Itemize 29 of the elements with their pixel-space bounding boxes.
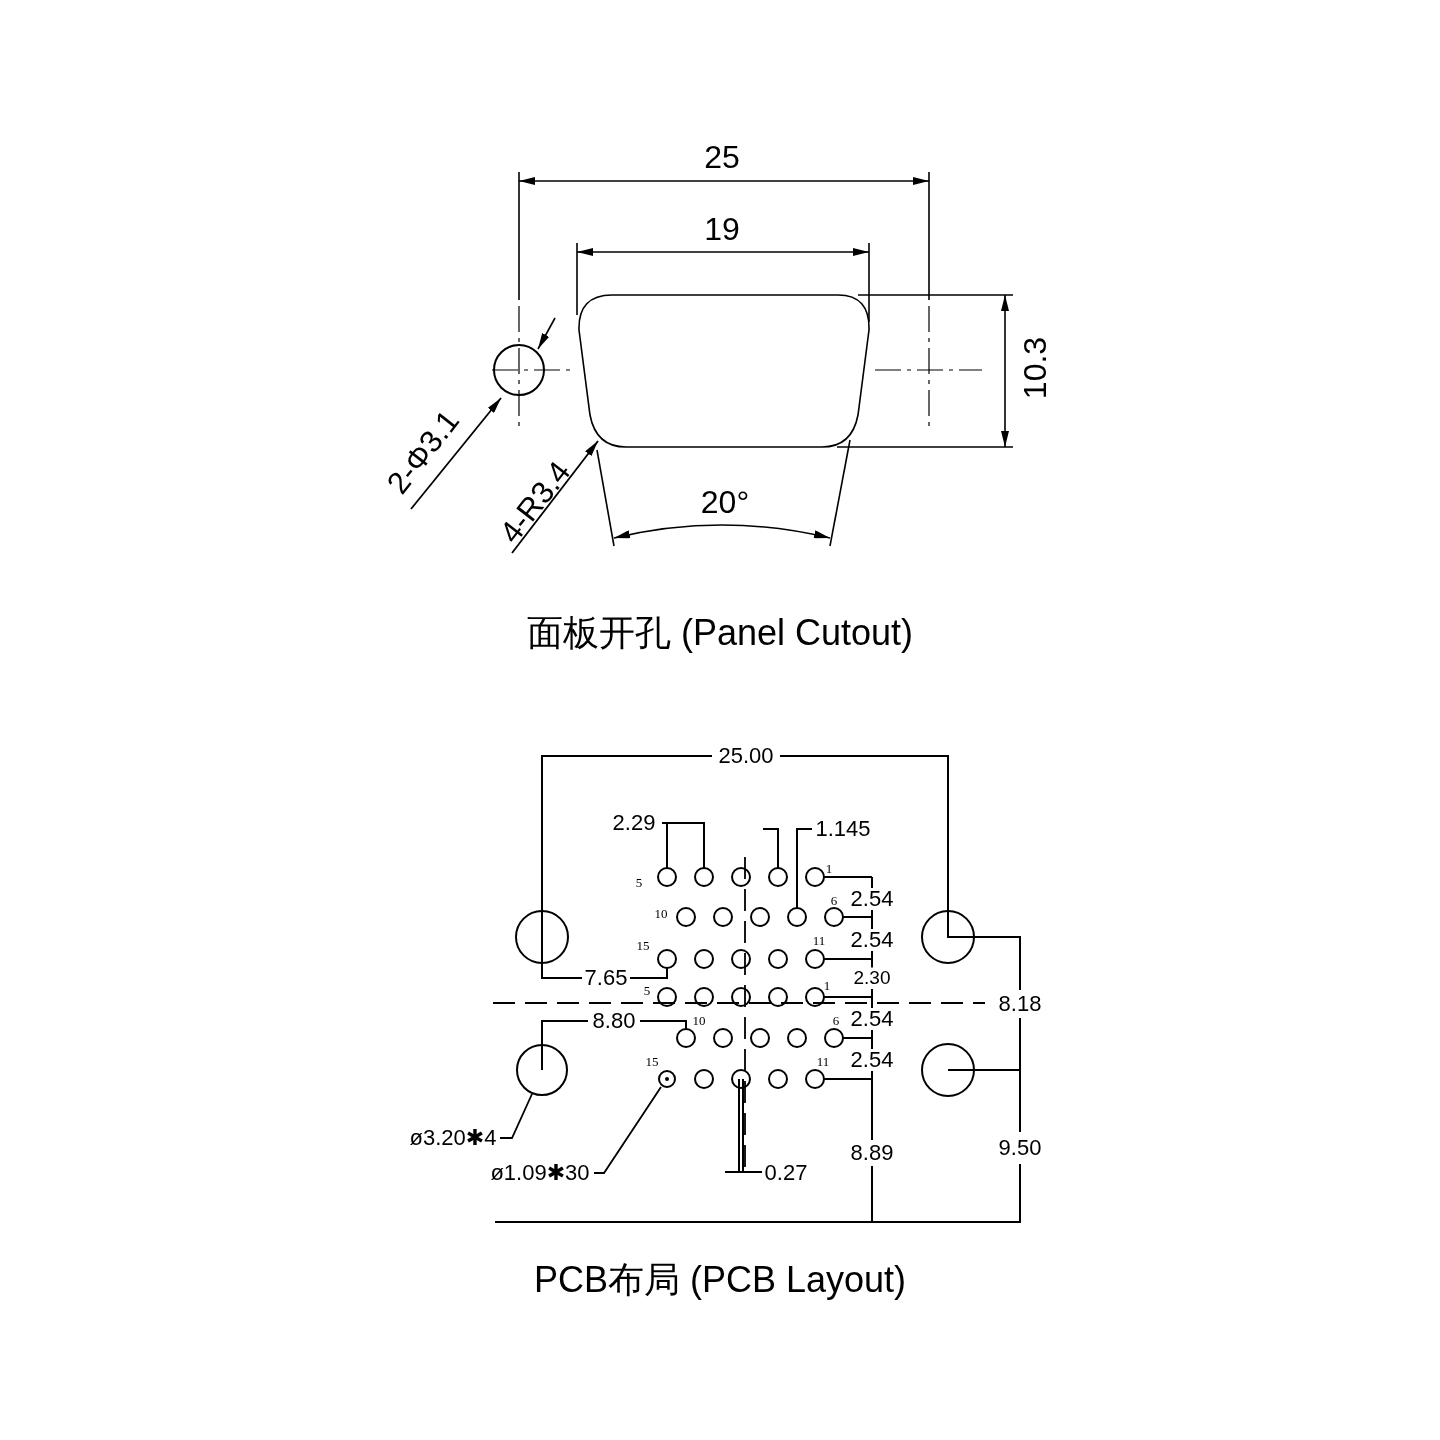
- pin-number: 1: [825, 861, 833, 875]
- dimension-label: 20°: [700, 486, 750, 518]
- leader-line: [593, 1086, 662, 1174]
- callout-text: ø3.20✱4: [409, 1127, 497, 1149]
- pin-number: 15: [645, 1054, 659, 1068]
- callout-text: ø1.09✱30: [490, 1162, 590, 1184]
- pin-number: 5: [635, 875, 643, 889]
- leader-line: [511, 440, 599, 554]
- dimension-label: 25: [704, 141, 740, 173]
- caption: 面板开孔 (Panel Cutout): [526, 615, 914, 651]
- pin-number: 6: [832, 1013, 840, 1027]
- pin-hole: [658, 1070, 676, 1088]
- dimension-label: 10.3: [1019, 336, 1051, 400]
- leader-line: [499, 1093, 533, 1139]
- dimension-label: 2.30: [852, 967, 892, 987]
- mounting-hole: [493, 344, 545, 396]
- pin-number: 15: [636, 938, 650, 952]
- pin-number: 6: [830, 893, 838, 907]
- pin-number: 11: [816, 1054, 830, 1068]
- pin-number: 11: [812, 933, 826, 947]
- caption: PCB布局 (PCB Layout): [533, 1262, 907, 1298]
- pin-number: 1: [823, 978, 831, 992]
- dimension-label: 19: [704, 213, 740, 245]
- pin-number: 10: [692, 1013, 706, 1027]
- leader-line: [410, 397, 502, 510]
- pin-number: 10: [654, 906, 668, 920]
- mounting-hole: [516, 1044, 568, 1096]
- pin-number: 5: [643, 983, 651, 997]
- cutout-outline: [577, 294, 871, 449]
